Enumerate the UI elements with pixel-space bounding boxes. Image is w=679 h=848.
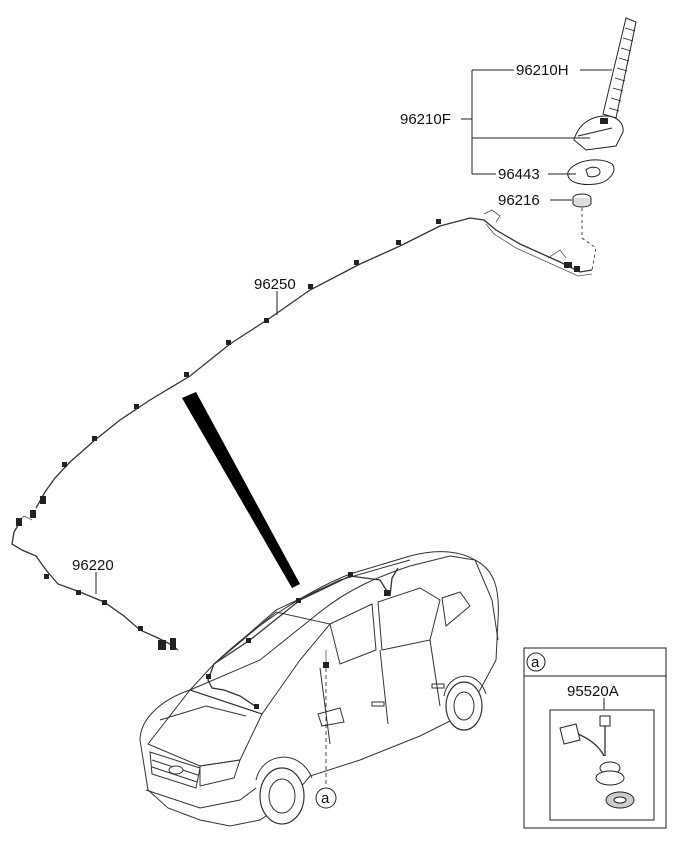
car-callout-a: a xyxy=(321,790,330,807)
label-96216: 96216 xyxy=(498,192,540,209)
roof-feeder-cable xyxy=(30,209,593,518)
label-96210H: 96210H xyxy=(516,62,569,79)
antenna-leaders xyxy=(461,69,612,201)
label-95520A: 95520A xyxy=(567,683,619,700)
antenna-assembly xyxy=(567,17,637,271)
label-96210F: 96210F xyxy=(400,111,451,128)
detail-box-callout-a: a xyxy=(531,654,540,671)
label-96220: 96220 xyxy=(72,557,114,574)
extension-cable xyxy=(11,515,179,651)
label-96250: 96250 xyxy=(254,276,296,293)
car-illustration xyxy=(139,551,499,827)
callout-circle-a xyxy=(315,787,337,809)
label-96443: 96443 xyxy=(498,166,540,183)
pointer-wedge xyxy=(182,392,300,588)
detail-box xyxy=(523,647,667,829)
